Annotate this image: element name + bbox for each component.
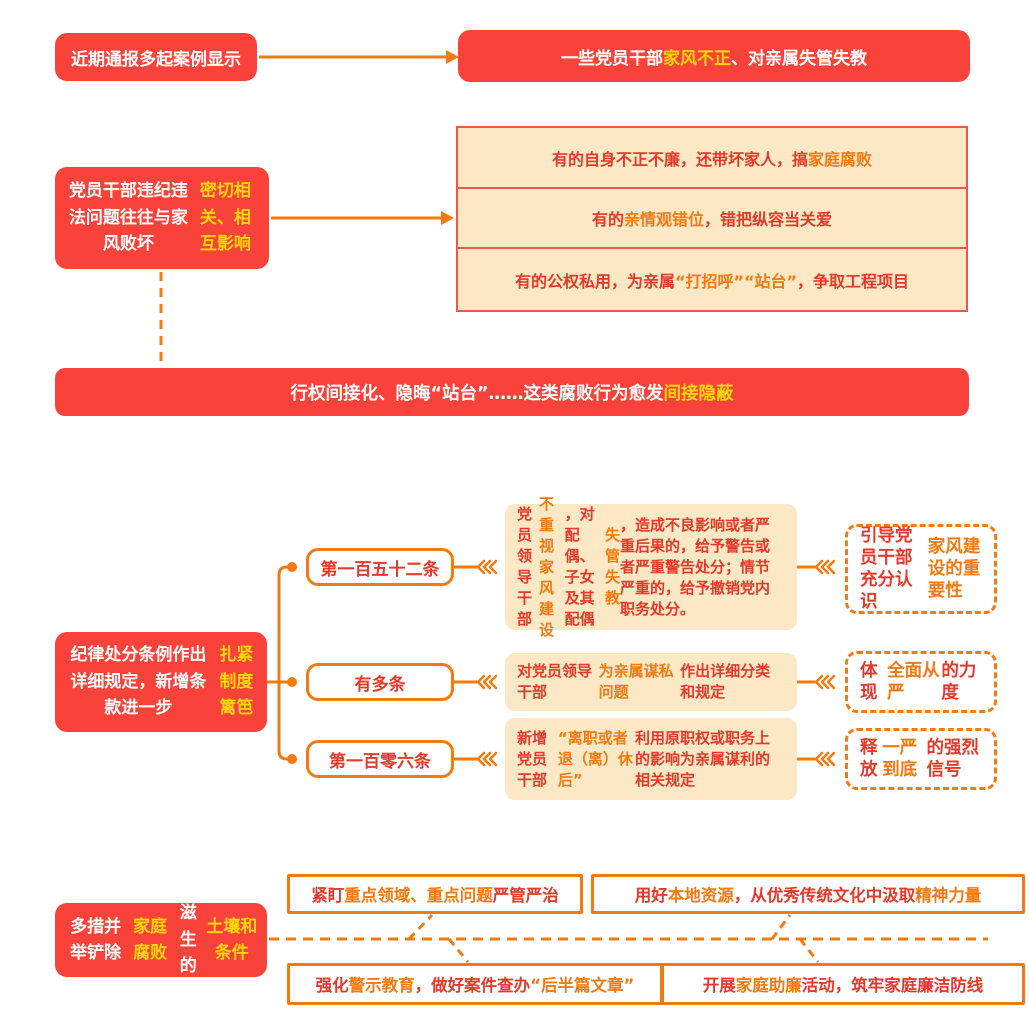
problem-box: 党员干部违纪违法问题往往与家风败坏密切相关、相互影响: [55, 167, 269, 269]
text-segment: 的力度: [941, 661, 977, 703]
text-segment: 土壤和条件: [206, 916, 258, 963]
article-note-box: 释放一严到底的强烈信号: [845, 728, 997, 790]
measure-item-box: 强化警示教育，做好案件查办“后半篇文章”: [287, 963, 663, 1005]
text-segment: 家庭腐败: [808, 149, 873, 169]
conclusion-box: 一些党员干部家风不正、对亲属失管失教: [458, 30, 970, 82]
text-segment: 警示教育: [348, 976, 415, 995]
measure-item-box: 紧盯重点领域、重点问题严管严治: [287, 874, 583, 914]
article-note-box: 引导党员干部充分认识家风建设的重要性: [845, 524, 997, 614]
measures-box: 多措并举铲除家庭腐败滋生的土壤和条件: [55, 903, 267, 977]
text-segment: 对党员领导干部: [517, 662, 593, 701]
branch-dot: [287, 562, 297, 572]
text-segment: ，造成不良影响或者严重后果的，给予警告或者严重警告处分；情节严重的，给予撤销党内…: [620, 515, 771, 618]
text-segment: 多措并举铲除: [70, 916, 122, 963]
branch-dot: [287, 754, 297, 764]
tree-branch-rail: [277, 565, 290, 761]
text-segment: 行权间接化、隐晦“站台”……这类腐败行为愈发: [290, 383, 664, 404]
text-segment: 家风不正: [663, 48, 731, 69]
article-label-box: 有多条: [306, 663, 454, 701]
text-segment: 有的自身不正不廉，还带坏家人，搞: [551, 149, 808, 169]
text-segment: “离职或者退（离）休后”: [557, 728, 633, 789]
text-segment: 为亲属谋私问题: [598, 662, 674, 701]
text-segment: 、对亲属失管失教: [731, 48, 867, 69]
article-body-box: 新增党员干部 “离职或者退（离）休后”利用原职权或职务上的影响为亲属谋利的相关规定: [505, 718, 797, 800]
text-segment: 用好: [634, 886, 668, 905]
text-segment: 家庭腐败: [133, 916, 168, 963]
text-segment: 开展: [702, 976, 736, 995]
article-body-box: 对党员领导干部为亲属谋私问题作出详细分类和规定: [505, 653, 797, 711]
examples-panel: 有的自身不正不廉，还带坏家人，搞家庭腐败 有的亲情观错位，错把纵容当关爱 有的公…: [456, 126, 968, 312]
intro-box: 近期通报多起案例显示: [55, 33, 257, 81]
summary-banner: 行权间接化、隐晦“站台”……这类腐败行为愈发间接隐蔽: [55, 368, 969, 416]
text-segment: 利用原职权或职务上的影响为亲属谋利的相关规定: [635, 728, 771, 789]
text-segment: 纪律处分条例作出详细规定，新增条款进一步: [70, 645, 207, 719]
text-segment: 精神力量: [915, 886, 982, 905]
arrowhead-section2: [441, 211, 454, 225]
text-segment: 严管严治: [492, 886, 559, 905]
text-segment: 党员干部违纪违法问题往往与家风败坏: [68, 181, 188, 255]
text-segment: 活动，筑牢家庭廉洁防线: [801, 976, 984, 995]
text-segment: 体现: [860, 661, 878, 703]
measure-item-box: 用好本地资源，从优秀传统文化中汲取精神力量: [591, 874, 1025, 914]
text-segment: 失管失教: [605, 526, 621, 607]
text-segment: ，错把纵容当关爱: [704, 210, 833, 229]
text-segment: 紧盯: [311, 886, 345, 905]
text-segment: 重点领域、重点问题: [344, 886, 493, 905]
text-segment: 滋生的: [179, 903, 197, 977]
text-segment: 近期通报多起案例显示: [71, 49, 241, 70]
text-segment: ，对配偶、子女及其配偶: [564, 505, 595, 628]
arrowhead-top: [446, 50, 459, 64]
text-segment: 一些党员干部: [561, 48, 663, 69]
measure-item-box: 开展家庭助廉活动，筑牢家庭廉洁防线: [661, 963, 1025, 1005]
text-segment: ，从优秀传统文化中汲取: [733, 886, 916, 905]
text-segment: 密切相关、相互影响: [199, 181, 251, 255]
text-segment: 不重视家风建设: [539, 494, 555, 639]
text-segment: 的强烈信号: [926, 738, 980, 780]
branch-dot: [287, 677, 297, 687]
triple-chevron-icons: [476, 559, 836, 767]
text-segment: ，做好案件查办: [414, 976, 531, 995]
text-segment: 释放: [860, 738, 878, 780]
text-segment: 亲情观错位: [623, 210, 704, 229]
text-segment: 有的: [591, 210, 624, 229]
text-segment: 间接隐蔽: [663, 383, 734, 404]
text-segment: 家风建设的重要性: [927, 537, 981, 601]
text-segment: 作出详细分类和规定: [680, 662, 771, 701]
text-segment: 扎紧制度篱笆: [219, 645, 254, 719]
text-segment: 引导党员干部充分认识: [860, 526, 913, 612]
text-segment: 一严到底: [882, 738, 918, 780]
text-segment: 强化: [315, 976, 349, 995]
text-segment: 全面从严: [887, 661, 940, 703]
text-segment: 家庭助廉: [735, 976, 802, 995]
article-label-box: 第一百零六条: [306, 740, 454, 778]
text-segment: 党员领导干部: [517, 505, 533, 628]
example-row: 有的亲情观错位，错把纵容当关爱: [458, 189, 966, 249]
example-row: 有的自身不正不廉，还带坏家人，搞家庭腐败: [458, 128, 966, 189]
example-row: 有的公权私用，为亲属“打招呼”“站台”，争取工程项目: [458, 249, 966, 310]
text-segment: 本地资源: [667, 886, 734, 905]
text-segment: ，争取工程项目: [797, 271, 910, 291]
article-label-box: 第一百五十二条: [306, 548, 454, 586]
text-segment: “后半篇文章”: [530, 976, 635, 995]
article-note-box: 体现全面从严的力度: [845, 651, 997, 713]
text-segment: 有的公权私用，为亲属: [514, 271, 675, 291]
text-segment: 新增党员干部: [517, 728, 548, 789]
text-segment: “打招呼”“站台”: [674, 271, 798, 291]
article-body-box: 党员领导干部不重视家风建设 ，对配偶、子女及其配偶失管失教，造成不良影响或者严重后…: [505, 495, 797, 639]
regulation-box: 纪律处分条例作出详细规定，新增条款进一步扎紧制度篱笆: [55, 632, 267, 732]
